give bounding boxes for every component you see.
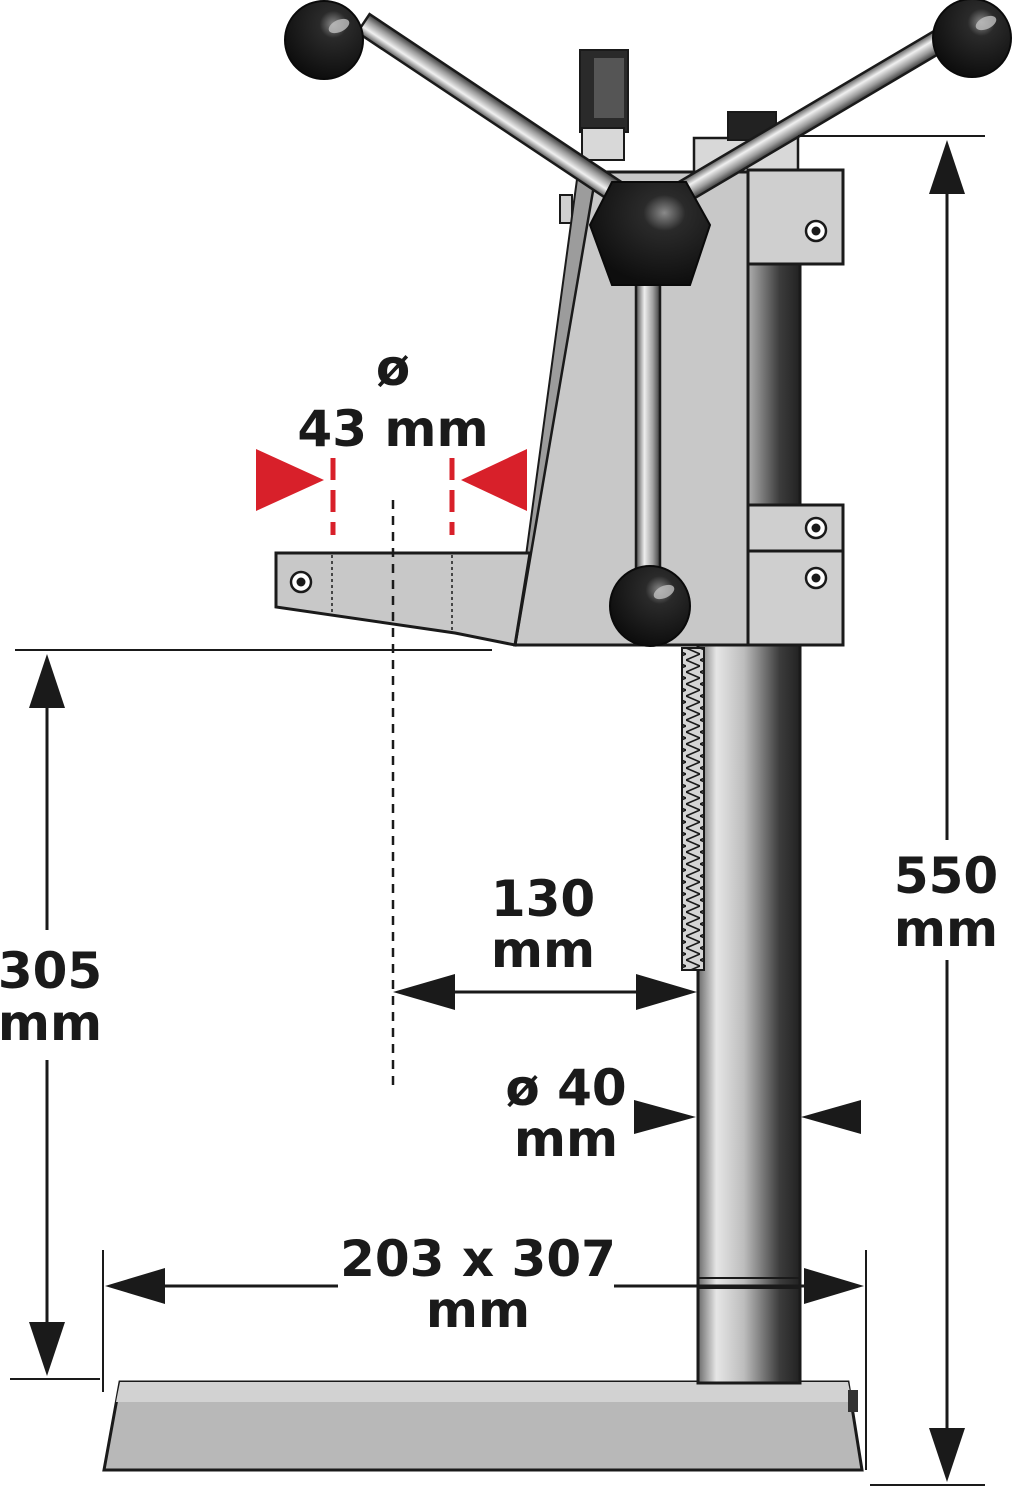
drill-holder-arm — [274, 551, 532, 647]
gear-rack — [681, 647, 705, 971]
base-size-unit: mm — [426, 1281, 530, 1339]
screw-top — [804, 219, 828, 243]
column-diameter-value: ø 40 — [505, 1059, 626, 1117]
knob-left — [284, 0, 364, 80]
dim-table-height — [10, 649, 492, 1380]
dim-reach — [393, 974, 697, 1010]
bore-arrow-right — [461, 449, 527, 511]
dim-base — [102, 1250, 867, 1470]
bore-diameter-label: 43 mm — [297, 400, 488, 458]
base-screw — [848, 1390, 858, 1412]
reach-unit: mm — [491, 921, 595, 979]
screw-low — [804, 566, 828, 590]
bore-arrow-left — [256, 449, 324, 511]
knob-bottom — [609, 565, 691, 647]
screw-mid — [804, 516, 828, 540]
knob-right — [932, 0, 1012, 78]
base-plate — [102, 1380, 864, 1472]
dim-total-height — [798, 135, 985, 1486]
column-diameter-unit: mm — [514, 1110, 618, 1168]
base-size-value: 203 x 307 — [340, 1230, 616, 1288]
dim-column-diameter — [634, 1100, 861, 1134]
screw-arm — [289, 570, 313, 594]
bore-indicator — [256, 449, 527, 535]
bore-symbol-label: ø — [376, 339, 410, 397]
total-height-value: 550 — [894, 847, 998, 905]
feed-handles — [284, 0, 1012, 647]
reach-value: 130 — [491, 870, 595, 928]
depth-stop — [559, 49, 629, 224]
total-height-unit: mm — [894, 900, 998, 958]
table-height-value: 305 — [0, 942, 102, 1000]
table-height-unit: mm — [0, 994, 102, 1052]
